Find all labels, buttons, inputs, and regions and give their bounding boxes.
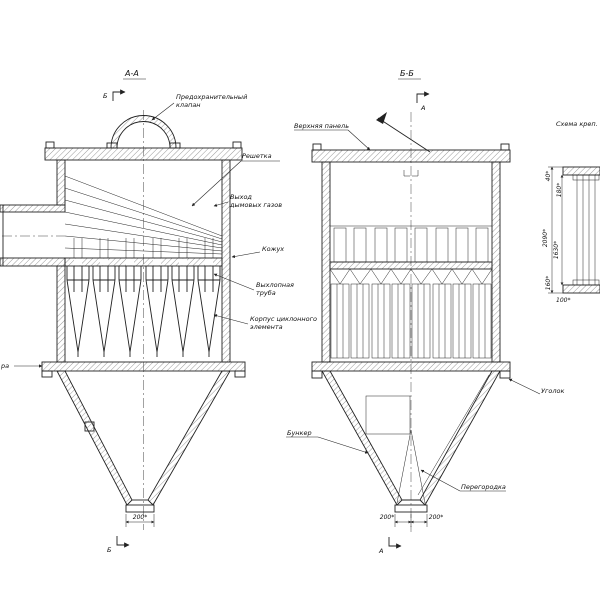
label-bunker: Бункер <box>286 429 369 454</box>
dim-outlet-aa: 200* <box>133 514 147 521</box>
svg-text:Выход: Выход <box>230 193 252 201</box>
label-casing: Кожух <box>231 245 284 259</box>
grate-louvers <box>64 175 223 255</box>
dim-2090: 2090* <box>542 229 549 247</box>
label-grate: Решетка <box>191 152 280 207</box>
bottom-flange-bb <box>311 361 511 379</box>
svg-text:Корпус циклонного: Корпус циклонного <box>250 315 317 323</box>
section-bb-title: Б-Б <box>400 69 414 78</box>
scheme-title: Схема креп. <box>556 120 598 128</box>
section-marker-b-bottom: Б <box>107 536 130 554</box>
label-cyclone-body: Корпус циклонного элемента <box>213 314 317 331</box>
scheme-drawing <box>548 166 600 294</box>
bottom-flange-aa <box>41 361 246 378</box>
dim-100: 100* <box>556 297 570 304</box>
tube-plate-aa <box>64 257 223 267</box>
open-lid-strut <box>376 112 431 153</box>
scheme-dimensions: 40* 180* 2090* 1630* 160* 100* <box>542 171 570 304</box>
svg-text:труба: труба <box>256 289 276 297</box>
label-safety-valve: Предохранительный клапан <box>151 93 247 121</box>
dim-outlet-bb-right: 200* <box>429 514 443 521</box>
top-panel-aa <box>44 141 243 161</box>
fastening-scheme: Схема креп. 40* 180* 2090* 1630* 160* 10… <box>542 120 600 304</box>
exhaust-tubes-aa <box>73 238 214 258</box>
dim-outlet-bb-left: 200* <box>380 514 394 521</box>
svg-text:дымовых газов: дымовых газов <box>229 201 282 209</box>
svg-text:Перегородка: Перегородка <box>461 483 506 491</box>
cyclone-elements-aa <box>66 266 221 357</box>
dim-40: 40* <box>545 171 552 182</box>
section-bb: Б-Б А А <box>286 69 564 555</box>
label-left-cut: ра <box>0 362 43 370</box>
marker-b-top-label: Б <box>103 92 108 100</box>
dim-160: 160* <box>545 276 552 290</box>
svg-text:Решетка: Решетка <box>242 152 272 160</box>
cyclone-row-bb <box>329 268 493 359</box>
marker-a-bottom-label: А <box>378 547 383 555</box>
svg-text:Уголок: Уголок <box>541 387 564 395</box>
svg-text:Бункер: Бункер <box>287 429 312 437</box>
svg-text:Кожух: Кожух <box>262 245 284 253</box>
section-marker-b-top: Б <box>103 89 126 101</box>
marker-b-bottom-label: Б <box>107 546 112 554</box>
label-top-panel: Верхняя панель <box>294 122 371 151</box>
section-marker-a-top: А <box>416 91 430 112</box>
section-aa-title: А-А <box>124 69 139 78</box>
hopper-bb <box>321 370 501 513</box>
svg-text:элемента: элемента <box>250 323 283 331</box>
label-gas-outlet: Выход дымовых газов <box>213 193 282 209</box>
hopper-aa <box>56 370 231 513</box>
dim-180: 180* <box>556 183 563 197</box>
label-exhaust-pipe: Выхлопная труба <box>213 273 294 297</box>
label-partition: Перегородка <box>420 469 506 492</box>
corner-marks-bb <box>403 170 419 177</box>
svg-text:ра: ра <box>0 362 9 370</box>
svg-text:Верхняя панель: Верхняя панель <box>294 122 349 130</box>
svg-text:клапан: клапан <box>176 101 201 109</box>
marker-a-top-label: А <box>420 104 425 112</box>
svg-text:Выхлопная: Выхлопная <box>256 281 294 289</box>
dimension-outlet-aa: 200* <box>125 514 155 527</box>
svg-text:Предохранительный: Предохранительный <box>176 93 247 101</box>
dimension-outlet-bb: 200* 200* <box>380 514 443 527</box>
dim-1630: 1630* <box>553 241 560 259</box>
label-angle: Уголок <box>508 378 564 395</box>
section-marker-a-bottom: А <box>378 537 402 555</box>
inlet-duct <box>0 204 66 267</box>
top-panel-bb <box>311 143 511 163</box>
section-aa: А-А Б Б <box>0 69 317 554</box>
